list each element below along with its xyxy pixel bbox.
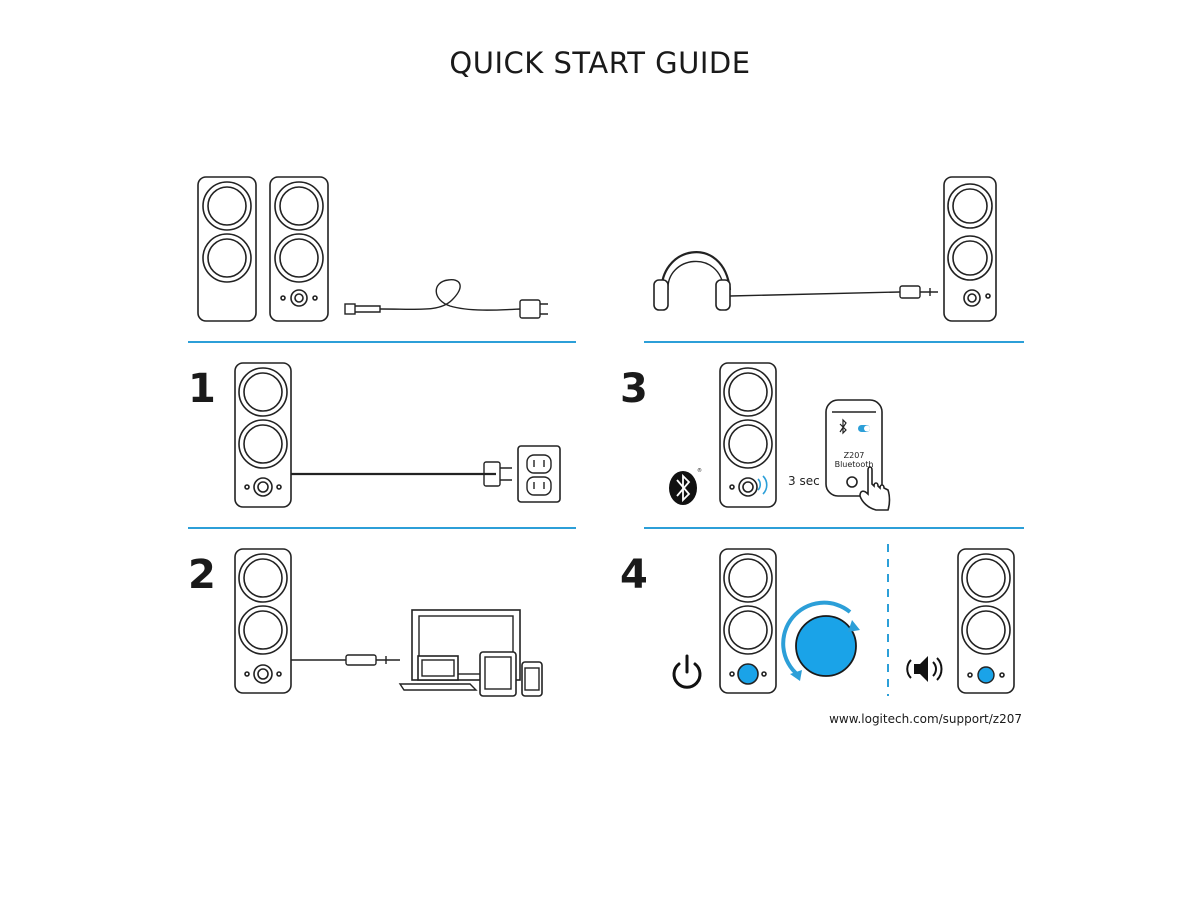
power-plug-icon [483,461,512,487]
headphones-icon [653,251,732,311]
headphone-cable [729,291,901,297]
divider-right-mid [644,527,1024,529]
guide-title: QUICK START GUIDE [449,46,751,80]
bluetooth-icon: ® [669,467,702,505]
svg-text:®: ® [697,467,702,474]
laptop-icon [398,609,521,691]
device-connection-label: Bluetooth [835,460,874,469]
step-number-3: 3 [620,366,648,412]
volume-icon [906,656,943,682]
device-name: Z207 [844,451,865,460]
audio-jack [899,285,938,299]
divider-left-mid [188,527,576,529]
power-adapter-cable [344,279,548,319]
speaker-headphone-step [943,176,997,322]
tablet-icon [479,651,517,697]
speaker-step3 [719,362,777,508]
support-url[interactable]: www.logitech.com/support/z207 [829,712,1022,726]
power-icon [672,654,702,689]
hold-duration: 3 sec [788,474,820,488]
smartphone-icon [521,661,543,697]
step-number-1: 1 [188,366,216,412]
hand-pointer-icon [859,466,891,511]
wall-outlet-icon [517,445,561,503]
speaker-step1 [234,362,292,508]
volume-knob [781,600,860,681]
aux-jack [345,654,400,666]
speaker-step4-volume [957,548,1015,694]
step-number-4: 4 [620,552,648,598]
step-number-2: 2 [188,552,216,598]
bluetooth-icon [839,418,847,435]
speaker-right-box [269,176,329,322]
speaker-step2 [234,548,292,694]
divider-right-top [644,341,1024,343]
phone-pairing: Z207 Bluetooth [825,399,883,497]
speaker-left-box [197,176,257,322]
power-plug-icon [519,299,541,319]
divider-left-top [188,341,576,343]
speaker-step4 [719,548,777,694]
